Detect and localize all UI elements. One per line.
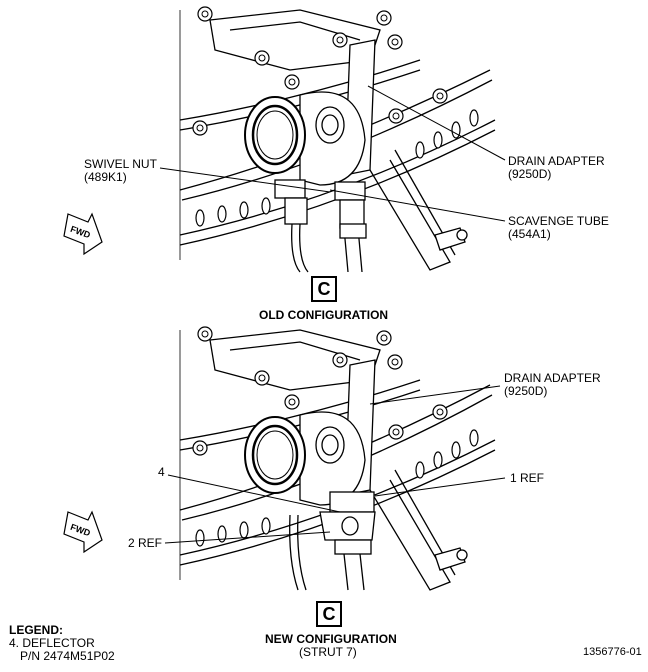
caption-new-configuration: NEW CONFIGURATION bbox=[265, 632, 397, 646]
bottom-leader-lines bbox=[164, 385, 506, 544]
view-letter-top: C bbox=[311, 276, 337, 302]
ref-2-callout: 2 REF bbox=[128, 536, 163, 550]
drain-adapter-part-number-top: (9250D) bbox=[508, 167, 552, 181]
top-assembly-drawing bbox=[179, 6, 496, 273]
legend-part-number: P/N 2474M51P02 bbox=[20, 649, 115, 663]
swivel-nut-part-number: (489K1) bbox=[84, 170, 127, 184]
item-4-callout: 4 bbox=[158, 465, 165, 479]
bottom-fwd-arrow bbox=[63, 510, 103, 554]
legend: LEGEND: 4. DEFLECTOR P/N 2474M51P02 bbox=[9, 624, 115, 663]
legend-item-deflector: 4. DEFLECTOR bbox=[9, 636, 95, 650]
top-fwd-arrow bbox=[63, 212, 103, 256]
scavenge-tube-part-number: (454A1) bbox=[508, 227, 551, 241]
view-letter-bottom: C bbox=[316, 601, 342, 627]
drain-adapter-label-bottom: DRAIN ADAPTER bbox=[504, 371, 601, 385]
caption-old-configuration: OLD CONFIGURATION bbox=[259, 308, 389, 322]
ref-1-callout: 1 REF bbox=[510, 471, 545, 485]
bottom-assembly-drawing bbox=[179, 326, 496, 591]
caption-strut: (STRUT 7) bbox=[299, 645, 357, 659]
swivel-nut-label: SWIVEL NUT bbox=[84, 157, 157, 171]
drain-adapter-label-top: DRAIN ADAPTER bbox=[508, 154, 605, 168]
scavenge-tube-label: SCAVENGE TUBE bbox=[508, 214, 609, 228]
top-leader-lines bbox=[159, 85, 506, 222]
legend-title: LEGEND: bbox=[9, 623, 63, 637]
drain-adapter-part-number-bottom: (9250D) bbox=[504, 384, 548, 398]
figure-id: 1356776-01 bbox=[583, 646, 642, 658]
